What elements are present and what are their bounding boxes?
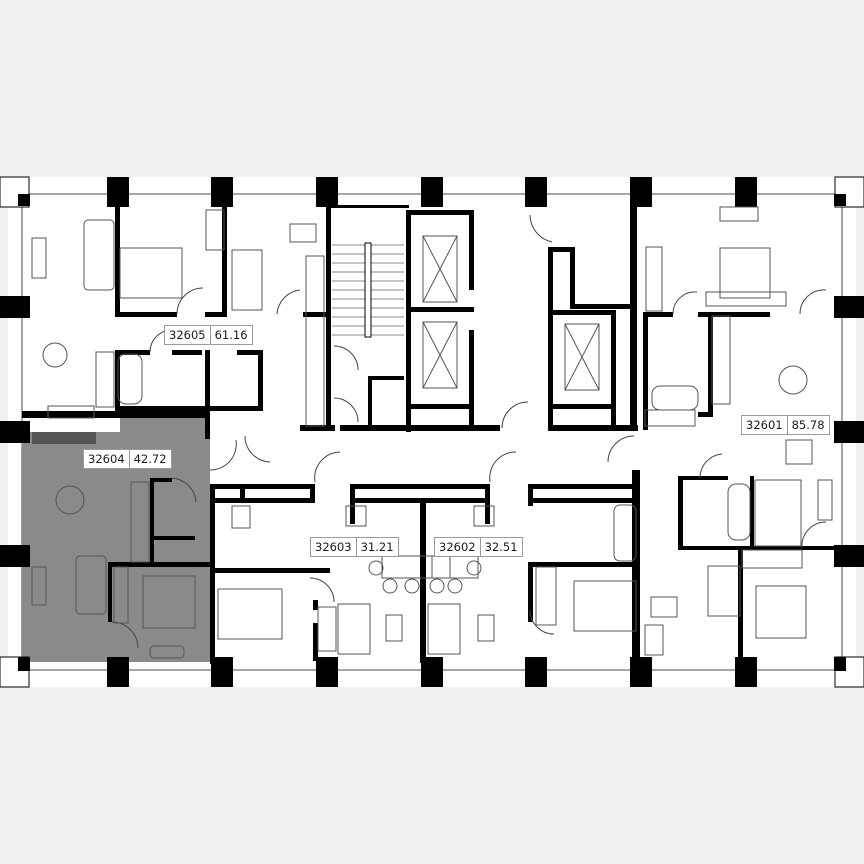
- unit-label-32601[interactable]: 32601 85.78: [741, 415, 830, 435]
- unit-area: 42.72: [128, 450, 171, 468]
- interior-walls: [22, 205, 838, 664]
- staircase: [332, 242, 404, 338]
- unit-label-32604[interactable]: 32604 42.72: [83, 449, 172, 469]
- corner-column-fills: [18, 194, 846, 671]
- corner-columns: [0, 176, 864, 688]
- unit-number: 32604: [88, 452, 125, 466]
- unit-number: 32605: [169, 328, 206, 342]
- balcony-strip: [32, 432, 96, 444]
- unit-label-32603[interactable]: 32603 31.21: [310, 537, 399, 557]
- unit-area: 61.16: [209, 326, 252, 344]
- structural-columns: [0, 177, 864, 687]
- unit-area: 31.21: [355, 538, 398, 556]
- doors: [111, 214, 827, 649]
- unit-label-32605[interactable]: 32605 61.16: [164, 325, 253, 345]
- unit-number: 32602: [439, 540, 476, 554]
- unit-number: 32601: [746, 418, 783, 432]
- unit-number: 32603: [315, 540, 352, 554]
- unit-area: 32.51: [479, 538, 522, 556]
- furniture: [31, 206, 833, 659]
- unit-label-32602[interactable]: 32602 32.51: [434, 537, 523, 557]
- elevators: [422, 235, 600, 391]
- unit-area: 85.78: [786, 416, 829, 434]
